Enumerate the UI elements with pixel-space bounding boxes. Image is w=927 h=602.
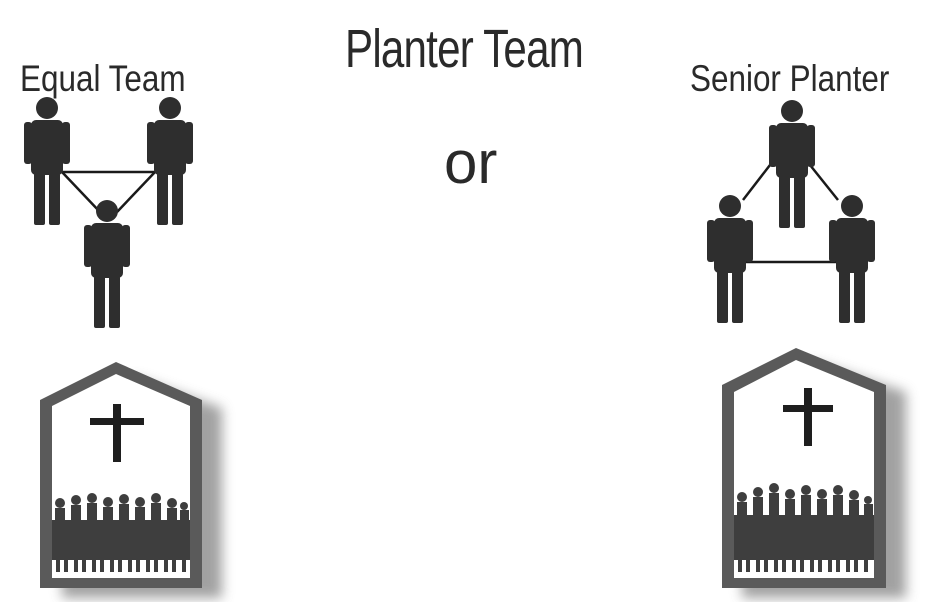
person-icon <box>707 195 753 323</box>
person-icon <box>84 200 130 328</box>
church-icon <box>722 348 906 598</box>
equal-team-group <box>24 97 193 328</box>
person-icon <box>147 97 193 225</box>
person-icon <box>24 97 70 225</box>
senior-planter-group <box>707 100 875 323</box>
senior-planter-connections <box>743 165 840 262</box>
person-icon <box>829 195 875 323</box>
person-icon <box>769 100 815 228</box>
church-icon <box>40 362 222 598</box>
